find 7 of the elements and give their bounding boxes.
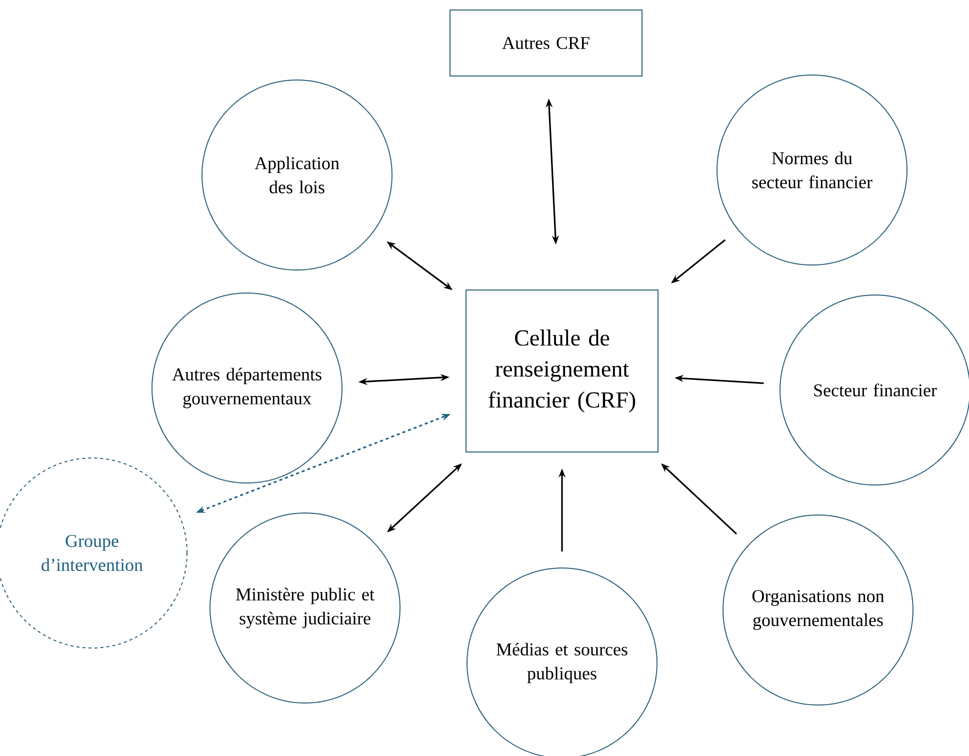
box-node: Autres CRF xyxy=(450,10,642,76)
circle-node: Ministère public et système judiciaire xyxy=(210,512,400,704)
circle-node: Organisations non gouvernementales xyxy=(722,514,914,706)
circle-node: Normes du secteur financier xyxy=(716,74,908,266)
circle-node: Application des lois xyxy=(202,80,392,270)
circle-node: Autres départements gouvernementaux xyxy=(152,292,342,484)
box-node: Cellule de renseignement financier (CRF) xyxy=(466,290,658,452)
